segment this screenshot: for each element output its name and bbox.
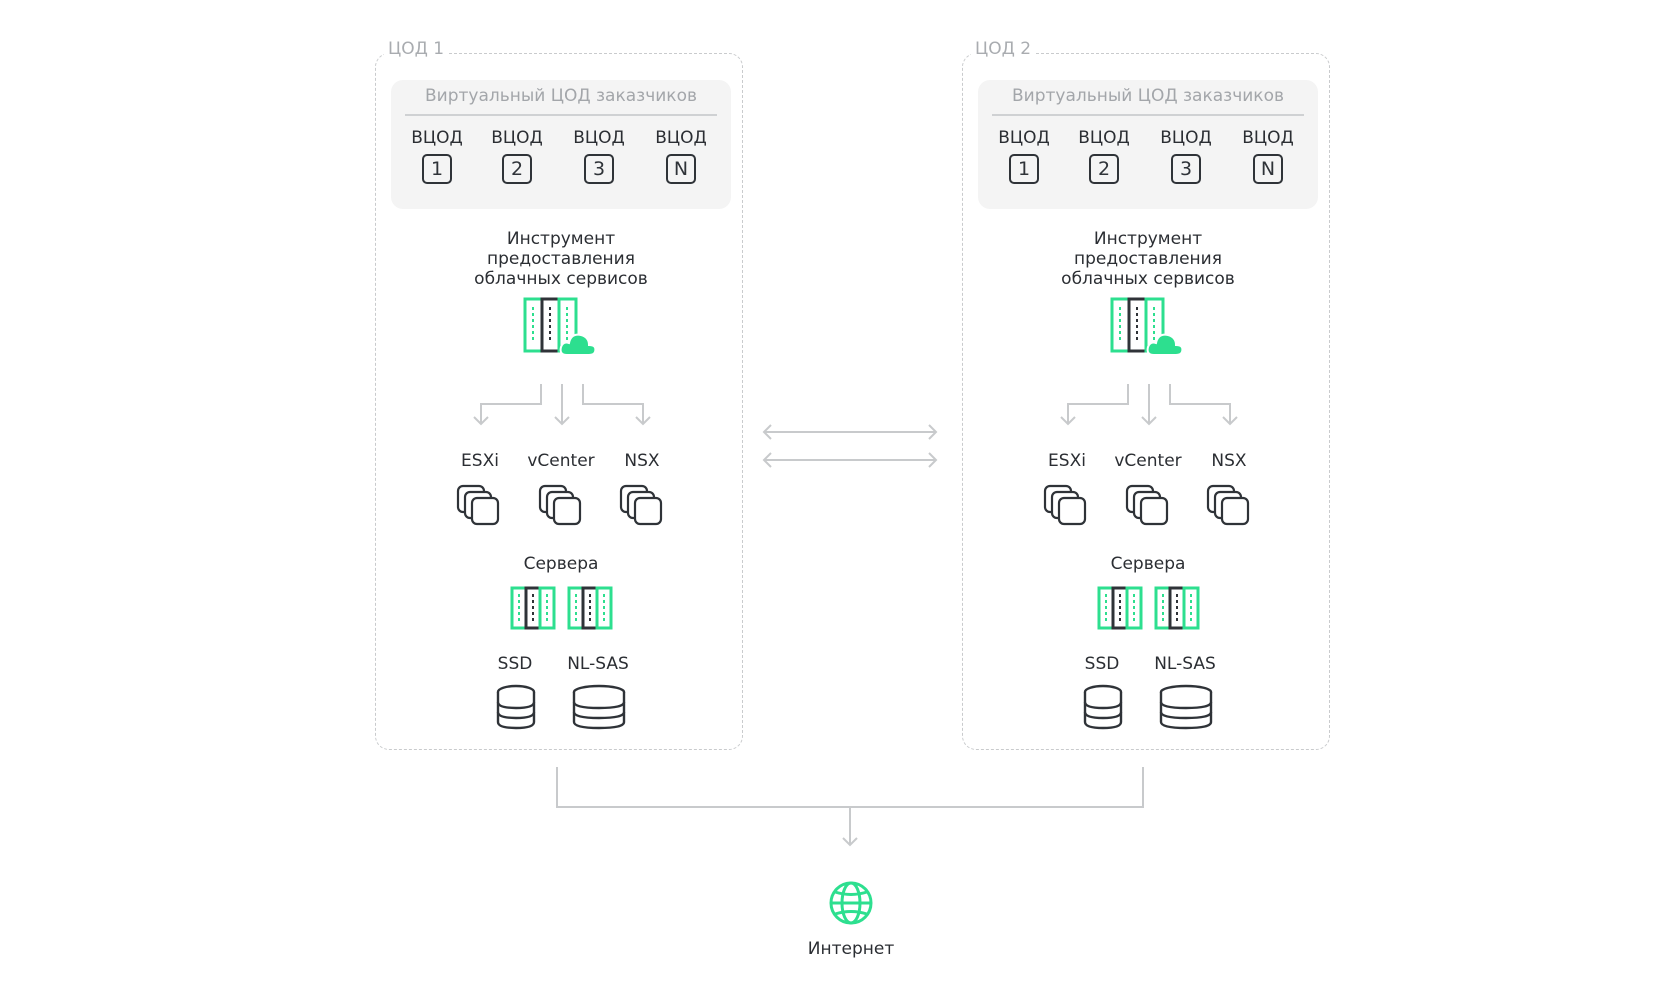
- vdc-panel-title: Виртуальный ЦОД заказчиков: [425, 86, 697, 106]
- vdc-label: ВЦОД: [1160, 128, 1212, 148]
- internet-label: Интернет: [807, 939, 895, 959]
- tool-label-line-1: Инструмент: [1093, 229, 1203, 249]
- vdc-item-3[interactable]: ВЦОД 3: [1146, 128, 1226, 184]
- vdc-label: ВЦОД: [1078, 128, 1130, 148]
- component-label-vcenter: vCenter: [1114, 451, 1182, 471]
- vdc-id-badge: 1: [422, 154, 452, 184]
- tool-label-line-3: облачных сервисов: [474, 269, 648, 289]
- vdc-label: ВЦОД: [655, 128, 707, 148]
- tool-label-line-1: Инструмент: [506, 229, 616, 249]
- stacked-squares-icon: [619, 484, 667, 528]
- stacked-squares-icon: [1125, 484, 1173, 528]
- datacenter-1-vdc-panel: Виртуальный ЦОД заказчиков ВЦОД 1 ВЦОД 2…: [391, 80, 731, 209]
- tool-label-line-3: облачных сервисов: [1061, 269, 1235, 289]
- datacenter-2-vdc-panel: Виртуальный ЦОД заказчиков ВЦОД 1 ВЦОД 2…: [978, 80, 1318, 209]
- tool-label-line-2: предоставления: [1074, 249, 1222, 269]
- vdc-item-1[interactable]: ВЦОД 1: [397, 128, 477, 184]
- vdc-id-badge: N: [666, 154, 696, 184]
- component-label-esxi: ESXi: [1048, 451, 1086, 471]
- replication-arrows: [762, 424, 938, 468]
- datacenter-1-title: ЦОД 1: [384, 39, 449, 59]
- server-cloud-icon: [1110, 297, 1186, 359]
- server-rack-icon: [1154, 586, 1200, 630]
- component-label-nsx: NSX: [624, 451, 660, 471]
- storage-label-ssd: SSD: [497, 654, 533, 674]
- tool-label: Инструмент предоставления облачных серви…: [1028, 229, 1268, 289]
- database-icon: [495, 684, 537, 730]
- vdc-item-1[interactable]: ВЦОД 1: [984, 128, 1064, 184]
- vdc-panel-title: Виртуальный ЦОД заказчиков: [1012, 86, 1284, 106]
- stacked-squares-icon: [1206, 484, 1254, 528]
- vdc-panel-divider: [992, 114, 1304, 116]
- vdc-id-badge: 1: [1009, 154, 1039, 184]
- dc2-distribution-arrows: [1060, 384, 1238, 426]
- storage-label-ssd: SSD: [1084, 654, 1120, 674]
- internet-connector: [556, 767, 1144, 847]
- servers-label: Сервера: [1110, 554, 1186, 574]
- database-icon: [1158, 684, 1214, 730]
- vdc-item-3[interactable]: ВЦОД 3: [559, 128, 639, 184]
- vdc-id-badge: 2: [1089, 154, 1119, 184]
- server-rack-icon: [567, 586, 613, 630]
- vdc-label: ВЦОД: [998, 128, 1050, 148]
- storage-label-nlsas: NL-SAS: [1154, 654, 1216, 674]
- vdc-panel-divider: [405, 114, 717, 116]
- component-label-nsx: NSX: [1211, 451, 1247, 471]
- datacenter-1-frame: [375, 53, 743, 750]
- tool-label-line-2: предоставления: [487, 249, 635, 269]
- vdc-item-n[interactable]: ВЦОД N: [1228, 128, 1308, 184]
- database-icon: [571, 684, 627, 730]
- vdc-id-badge: 2: [502, 154, 532, 184]
- vdc-label: ВЦОД: [491, 128, 543, 148]
- vdc-item-n[interactable]: ВЦОД N: [641, 128, 721, 184]
- storage-label-nlsas: NL-SAS: [567, 654, 629, 674]
- vdc-label: ВЦОД: [1242, 128, 1294, 148]
- vdc-id-badge: 3: [1171, 154, 1201, 184]
- stacked-squares-icon: [1043, 484, 1091, 528]
- vdc-label: ВЦОД: [573, 128, 625, 148]
- vdc-id-badge: N: [1253, 154, 1283, 184]
- component-label-esxi: ESXi: [461, 451, 499, 471]
- component-label-vcenter: vCenter: [527, 451, 595, 471]
- server-rack-icon: [1097, 586, 1143, 630]
- vdc-item-2[interactable]: ВЦОД 2: [477, 128, 557, 184]
- globe-icon: [828, 880, 874, 926]
- database-icon: [1082, 684, 1124, 730]
- dc1-distribution-arrows: [473, 384, 651, 426]
- datacenter-2-title: ЦОД 2: [971, 39, 1036, 59]
- server-rack-icon: [510, 586, 556, 630]
- server-cloud-icon: [523, 297, 599, 359]
- vdc-label: ВЦОД: [411, 128, 463, 148]
- servers-label: Сервера: [523, 554, 599, 574]
- datacenter-2-frame: [962, 53, 1330, 750]
- tool-label: Инструмент предоставления облачных серви…: [441, 229, 681, 289]
- vdc-item-2[interactable]: ВЦОД 2: [1064, 128, 1144, 184]
- stacked-squares-icon: [456, 484, 504, 528]
- vdc-id-badge: 3: [584, 154, 614, 184]
- stacked-squares-icon: [538, 484, 586, 528]
